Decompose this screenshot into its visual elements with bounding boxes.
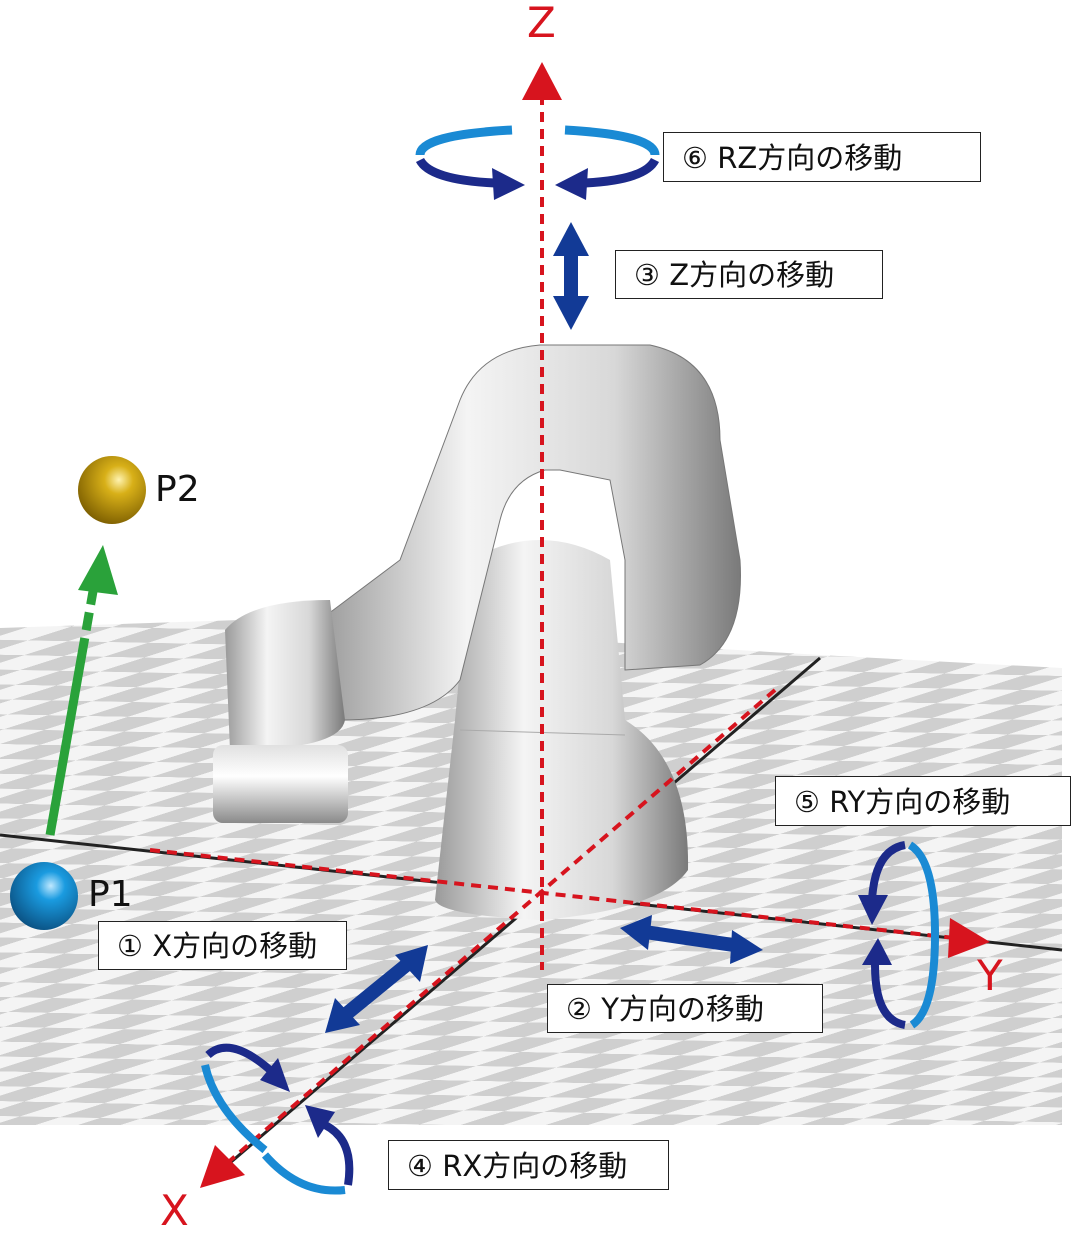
z-move-arrow xyxy=(553,222,589,330)
rz-rotation-icon xyxy=(415,125,660,200)
ry-rotation-icon xyxy=(858,841,940,1029)
p2-label: P2 xyxy=(155,469,200,510)
x-axis-label: X xyxy=(160,1186,189,1235)
y-axis-arrowhead xyxy=(948,918,990,958)
z-move-label: ③ Z方向の移動 xyxy=(615,250,883,299)
p2-sphere xyxy=(78,456,146,524)
y-axis-label: Y xyxy=(977,951,1003,1000)
z-axis-label: Z xyxy=(527,0,556,47)
y-move-label: ② Y方向の移動 xyxy=(547,984,823,1033)
p1-sphere xyxy=(10,862,78,930)
ry-move-label: ⑤ RY方向の移動 xyxy=(775,776,1071,826)
rx-move-label: ④ RX方向の移動 xyxy=(388,1140,669,1190)
x-axis xyxy=(223,688,777,1167)
z-axis-arrowhead xyxy=(522,62,562,100)
robot-arm xyxy=(213,344,741,920)
x-move-arrow xyxy=(325,945,428,1033)
rz-move-label: ⑥ RZ方向の移動 xyxy=(663,132,981,182)
p1-to-p2-arrow xyxy=(45,579,100,836)
x-move-label: ① X方向の移動 xyxy=(98,921,347,970)
p1-to-p2-arrowhead xyxy=(78,545,118,595)
floor-line-x xyxy=(209,656,821,1182)
x-axis-arrowhead xyxy=(200,1145,245,1188)
rx-rotation-icon xyxy=(201,1043,354,1195)
y-move-arrow xyxy=(620,915,763,964)
p1-label: P1 xyxy=(88,874,133,915)
